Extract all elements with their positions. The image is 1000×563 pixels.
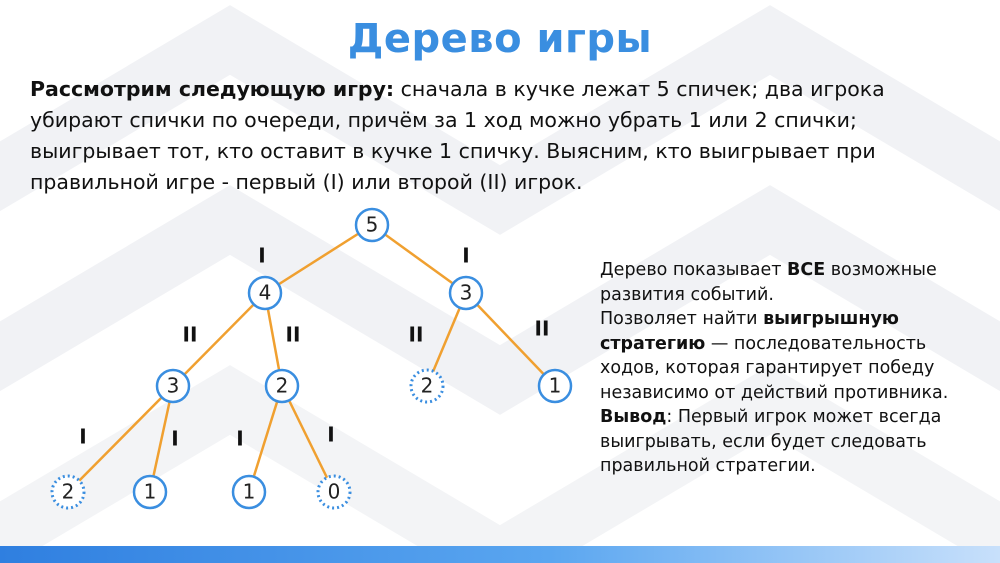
intro-text: сначала в кучке лежат 5 спичек; два игро… [30,77,885,194]
edge-label: I [79,425,86,449]
explanation-panel: Дерево показывает ВСЕ возможные развития… [600,258,990,479]
node-label: 0 [328,480,341,504]
node-label: 2 [62,480,75,504]
edge-label: II [183,323,198,347]
explanation-2: Позволяет найти выигрышную стратегию — п… [600,309,949,403]
tree-node: 1 [537,368,573,404]
tree-node: 3 [155,368,191,404]
explanation-1: Дерево показывает ВСЕ возможные развития… [600,260,937,305]
tree-edge [264,223,373,295]
edge-label: II [409,323,424,347]
tree-edge [247,385,284,493]
tree-node: 2 [50,474,86,510]
page-title: Дерево игры [347,16,653,62]
tree-edge [172,292,266,387]
tree-edge [371,223,467,295]
node-label: 5 [366,213,379,237]
edge-label: II [286,323,301,347]
node-label: 1 [144,480,157,504]
tree-node: 5 [354,207,390,243]
bottom-accent-bar [0,546,1000,563]
edge-label: I [258,244,265,268]
tree-edge [280,385,336,493]
tree-node: 4 [247,275,283,311]
intro-paragraph: Рассмотрим следующую игру: сначала в куч… [30,74,980,198]
node-label: 2 [421,374,434,398]
node-label: 3 [167,374,180,398]
tree-edge [67,385,174,493]
tree-node: 1 [231,474,267,510]
tree-edge [465,292,556,387]
edge-label: I [236,427,243,451]
edge-label: I [171,427,178,451]
tree-node: 1 [132,474,168,510]
explanation-conclusion: Вывод: Первый игрок может всегда выигрыв… [600,407,942,476]
edge-label: I [462,244,469,268]
tree-node: 2 [409,368,445,404]
node-label: 1 [549,374,562,398]
tree-node: 3 [448,275,484,311]
node-label: 4 [259,281,272,305]
edge-label: II [535,317,550,341]
intro-lead: Рассмотрим следующую игру: [30,77,395,101]
tree-node: 0 [316,474,352,510]
tree-edge [148,385,175,493]
node-label: 1 [243,480,256,504]
node-label: 3 [460,281,473,305]
tree-node: 2 [264,368,300,404]
edge-label: I [327,423,334,447]
node-label: 2 [276,374,289,398]
